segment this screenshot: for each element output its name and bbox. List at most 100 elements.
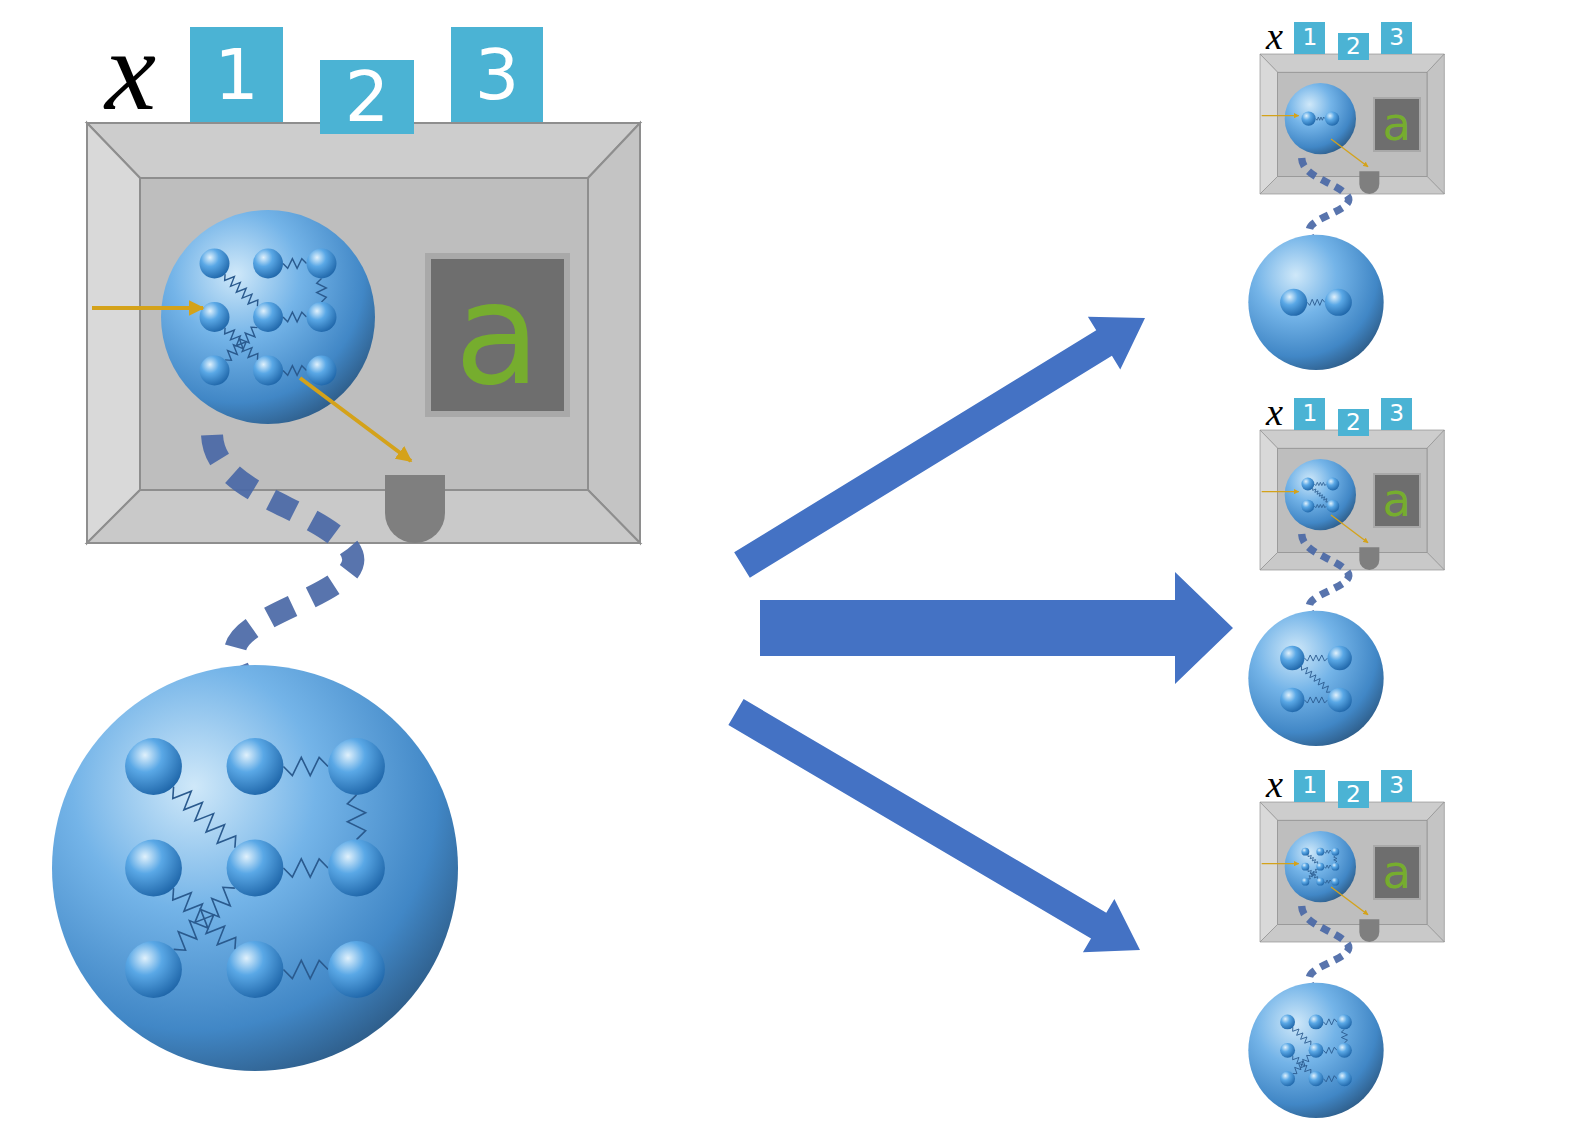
spring-coupling bbox=[1308, 869, 1317, 879]
device-bevel bbox=[1427, 54, 1444, 194]
particle-ball bbox=[1337, 1014, 1352, 1029]
particle-ball bbox=[1280, 1043, 1295, 1058]
device-bevel bbox=[1427, 802, 1444, 942]
particle-ball bbox=[200, 356, 230, 386]
spring-coupling bbox=[1334, 856, 1337, 863]
setting-number: 1 bbox=[1302, 774, 1317, 797]
device-bevel bbox=[1427, 430, 1444, 570]
spring-coupling bbox=[317, 278, 327, 302]
setting-tab: 3 bbox=[1381, 770, 1412, 802]
device-bevel bbox=[588, 123, 640, 543]
device-bevel bbox=[1260, 54, 1278, 194]
particle-ball bbox=[1301, 500, 1314, 513]
particle-ball bbox=[1328, 688, 1352, 712]
sphere-body bbox=[161, 210, 375, 424]
device-bevel bbox=[1260, 430, 1278, 570]
spring-coupling bbox=[283, 259, 307, 269]
spring-coupling bbox=[1293, 1027, 1311, 1045]
particle-ball bbox=[1280, 1071, 1295, 1086]
setting-number: 2 bbox=[1346, 35, 1361, 58]
spring-coupling bbox=[283, 757, 328, 775]
particle-ball bbox=[1301, 863, 1309, 871]
particle-ball bbox=[1301, 848, 1309, 856]
detector bbox=[1359, 547, 1379, 570]
setting-tab: 2 bbox=[1338, 33, 1369, 60]
particle-ball bbox=[200, 302, 230, 332]
input-beam bbox=[1262, 863, 1299, 864]
spring-coupling bbox=[1314, 482, 1326, 485]
particle-ball bbox=[307, 302, 337, 332]
particle-sphere bbox=[1248, 611, 1383, 746]
detector bbox=[1359, 919, 1379, 942]
device-label: x bbox=[1266, 765, 1283, 803]
device-label: x bbox=[1266, 17, 1283, 55]
device-box: xa bbox=[1260, 54, 1444, 194]
device-label: x bbox=[105, 13, 156, 128]
particle-ball bbox=[1301, 878, 1309, 886]
device-assembly bbox=[1248, 54, 1444, 370]
output-screen: a bbox=[1373, 473, 1421, 528]
device-assembly bbox=[1248, 802, 1444, 1118]
spring-coupling bbox=[1304, 697, 1327, 703]
spring-coupling bbox=[347, 795, 365, 840]
sphere-body bbox=[1248, 983, 1383, 1118]
particle-ball bbox=[1316, 878, 1324, 886]
particle-ball bbox=[1328, 646, 1352, 670]
particle-ball bbox=[1337, 1071, 1352, 1086]
spring-coupling bbox=[1293, 1055, 1311, 1073]
particle-ball bbox=[125, 941, 182, 998]
device-bevel bbox=[87, 123, 140, 543]
particle-ball bbox=[1316, 863, 1324, 871]
particle-ball bbox=[1325, 289, 1352, 316]
setting-tab: 1 bbox=[190, 27, 283, 122]
particle-ball bbox=[1280, 688, 1304, 712]
spring-coupling bbox=[1324, 880, 1331, 883]
setting-tab: 3 bbox=[1381, 22, 1412, 54]
spring-coupling bbox=[174, 887, 235, 950]
particle-ball bbox=[253, 356, 283, 386]
setting-tab: 2 bbox=[1338, 781, 1369, 808]
output-beam bbox=[1331, 139, 1368, 167]
particle-ball bbox=[328, 738, 385, 795]
spring-coupling bbox=[283, 366, 307, 376]
sphere-body bbox=[1248, 611, 1383, 746]
spring-coupling bbox=[1324, 865, 1331, 868]
particle-ball bbox=[1309, 1043, 1324, 1058]
particle-ball bbox=[253, 302, 283, 332]
particle-ball bbox=[227, 840, 284, 897]
particle-ball bbox=[328, 840, 385, 897]
setting-number: 1 bbox=[1302, 402, 1317, 425]
device-box: xa bbox=[1260, 430, 1444, 570]
spring-coupling bbox=[1308, 869, 1318, 878]
particle-ball bbox=[1331, 863, 1339, 871]
particle-sphere bbox=[1248, 235, 1383, 370]
setting-number: 1 bbox=[214, 40, 259, 110]
setting-tab: 2 bbox=[1338, 409, 1369, 436]
output-screen: a bbox=[425, 253, 570, 417]
spring-coupling bbox=[1323, 1047, 1337, 1053]
device-bevel bbox=[87, 490, 640, 543]
device-box: xa bbox=[1260, 802, 1444, 942]
setting-tab: 1 bbox=[1294, 22, 1325, 54]
setting-number: 2 bbox=[345, 62, 390, 132]
setting-number: 3 bbox=[475, 40, 520, 110]
detector bbox=[1359, 171, 1379, 194]
spring-coupling bbox=[283, 312, 307, 322]
particle-ball bbox=[1301, 112, 1315, 126]
particle-ball bbox=[200, 249, 230, 279]
device-bevel bbox=[1260, 802, 1278, 942]
particle-ball bbox=[1326, 500, 1339, 513]
device-assembly bbox=[1248, 430, 1444, 746]
output-letter: a bbox=[1383, 477, 1412, 524]
spring-coupling bbox=[1323, 1076, 1337, 1082]
setting-tab: 3 bbox=[1381, 398, 1412, 430]
output-letter: a bbox=[455, 265, 541, 405]
particle-ball bbox=[1325, 112, 1339, 126]
spring-coupling bbox=[173, 888, 236, 949]
particle-ball bbox=[227, 941, 284, 998]
particle-ball bbox=[1309, 1014, 1324, 1029]
particle-ball bbox=[125, 738, 182, 795]
outcome-arrow bbox=[728, 699, 1140, 952]
outcome-arrow bbox=[734, 317, 1145, 578]
